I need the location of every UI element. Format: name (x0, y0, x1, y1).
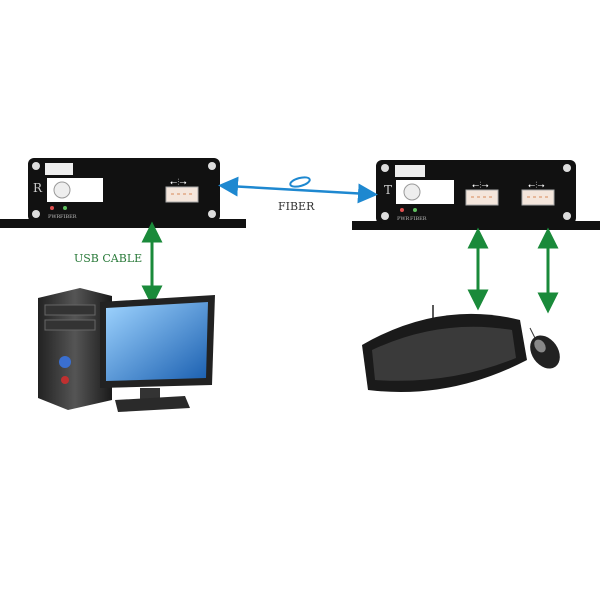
fiber-loop-icon (289, 176, 311, 188)
receiver-device: R PWR FIBER ⭠⫶⭢ (0, 158, 246, 228)
mouse-icon (529, 327, 560, 369)
keyboard-icon (362, 305, 527, 392)
usb-port (165, 186, 199, 203)
pwr-led-label: PWR (397, 216, 410, 222)
pwr-led-label: PWR (48, 214, 61, 220)
fiber-arrow (218, 176, 378, 204)
usb-port-1 (465, 189, 499, 206)
computer-icon (38, 288, 215, 412)
transmitter-letter: T (384, 183, 392, 197)
usb-symbol-icon: ⭠⫶⭢ (472, 180, 489, 191)
usb-symbol-icon: ⭠⫶⭢ (528, 180, 545, 191)
fiber-led-label: FIBER (60, 214, 77, 220)
fiber-led (413, 208, 417, 212)
usb-symbol-icon: ⭠⫶⭢ (170, 177, 187, 188)
receiver-letter: R (33, 181, 43, 195)
usb-cable-label: USB CABLE (74, 252, 142, 265)
transmitter-device: T PWR FIBER ⭠⫶⭢ ⭠⫶⭢ (352, 160, 600, 230)
fiber-led (63, 206, 67, 210)
pwr-led (50, 206, 54, 210)
screw-icon (32, 162, 216, 218)
laser-warning-label (395, 165, 425, 177)
laser-warning-label (45, 163, 73, 175)
fiber-led-label: FIBER (410, 216, 427, 222)
screw-icon (381, 164, 571, 220)
pwr-led (400, 208, 404, 212)
usb-port-2 (521, 189, 555, 206)
fiber-label: FIBER (278, 200, 315, 213)
